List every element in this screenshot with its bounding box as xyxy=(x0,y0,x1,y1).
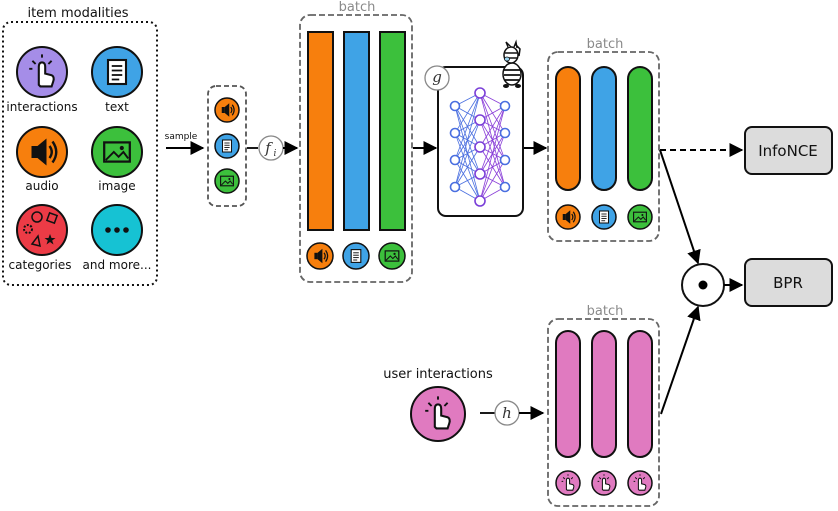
embedding-bar-text xyxy=(343,31,370,231)
sampled-audio xyxy=(214,97,240,123)
batch-box-2 xyxy=(547,51,660,242)
modality-more: and more... xyxy=(83,204,152,272)
batch1-icon-audio xyxy=(306,242,334,270)
encoder-f-subscript: i xyxy=(274,149,277,159)
document-icon xyxy=(221,139,233,153)
shapes-icon xyxy=(23,211,59,248)
network-node xyxy=(474,114,486,126)
network-edge xyxy=(479,105,506,148)
network-edge xyxy=(454,146,481,188)
encoder-g: g xyxy=(424,65,450,91)
encoder-f-label: f xyxy=(264,139,273,157)
network-node xyxy=(499,100,511,112)
network-node xyxy=(474,141,486,153)
sampled-text xyxy=(214,133,240,159)
batch3-icon-3 xyxy=(627,470,653,496)
document-icon xyxy=(598,210,610,224)
batch-box-3 xyxy=(547,318,660,507)
modalities-title: item modalities xyxy=(27,6,128,21)
bpr-box xyxy=(744,258,833,307)
modality-image: image xyxy=(91,126,143,193)
batch1-icon-image xyxy=(378,242,406,270)
user-interactions-label: user interactions xyxy=(383,367,493,382)
document-icon xyxy=(106,58,128,86)
network-node xyxy=(499,181,511,193)
user-interactions-icon xyxy=(410,386,466,442)
encoder-h-label: h xyxy=(502,404,512,422)
arrow-batch3-to-dot xyxy=(660,305,701,415)
sampled-image xyxy=(214,168,240,194)
network-node xyxy=(474,168,486,180)
projected-bar-text xyxy=(591,66,617,191)
modality-label: categories xyxy=(9,258,72,272)
modality-label: audio xyxy=(25,179,58,193)
modality-label: and more... xyxy=(83,258,152,272)
network-edge xyxy=(454,92,481,188)
batch2-icon-image xyxy=(627,204,653,230)
dot-product-symbol xyxy=(698,280,708,290)
modality-label: interactions xyxy=(6,100,77,114)
batch-label-3: batch xyxy=(587,304,624,319)
network-edge xyxy=(454,92,481,161)
encoder-h: h xyxy=(494,400,520,426)
user-bar-3 xyxy=(627,330,653,458)
infonce-label: InfoNCE xyxy=(758,142,818,160)
network-edge xyxy=(479,105,506,202)
modality-label: text xyxy=(105,100,129,114)
modality-label: image xyxy=(98,179,135,193)
encoder-g-label: g xyxy=(432,68,442,86)
sample-label: sample xyxy=(165,132,198,142)
network-node xyxy=(449,100,461,112)
network-node xyxy=(474,87,486,99)
batch-label-2: batch xyxy=(587,37,624,52)
network-node xyxy=(449,154,461,166)
batch-label-1: batch xyxy=(339,0,376,15)
modality-text: text xyxy=(91,46,143,114)
network-graph xyxy=(449,87,511,207)
modality-categories: categories xyxy=(9,204,72,272)
modality-interactions: interactions xyxy=(6,46,78,114)
batch2-icon-audio xyxy=(555,204,581,230)
user-bar-1 xyxy=(555,330,581,458)
ellipsis-icon xyxy=(105,227,129,233)
network-node xyxy=(449,127,461,139)
network-edge xyxy=(479,132,506,202)
batch-box-1 xyxy=(299,14,413,283)
batch3-icon-1 xyxy=(555,470,581,496)
batch3-icon-2 xyxy=(591,470,617,496)
projected-bar-audio xyxy=(555,66,581,191)
zebra-icon xyxy=(502,39,522,88)
document-icon xyxy=(350,249,362,263)
projected-bar-image xyxy=(627,66,653,191)
network-node xyxy=(449,181,461,193)
infonce-box xyxy=(744,126,833,175)
sampled-modalities-box xyxy=(207,85,247,207)
embedding-bar-image xyxy=(379,31,406,231)
batch2-icon-text xyxy=(591,204,617,230)
network-edge xyxy=(454,92,481,134)
modality-audio: audio xyxy=(16,126,68,193)
batch1-icon-text xyxy=(342,242,370,270)
network-edge xyxy=(454,119,481,188)
network-edge xyxy=(479,159,506,202)
encoder-f: f i xyxy=(258,135,284,161)
network-node xyxy=(499,154,511,166)
network-node xyxy=(499,127,511,139)
bpr-label: BPR xyxy=(773,274,803,292)
arrow-batch2-to-dot xyxy=(659,149,701,265)
embedding-bar-audio xyxy=(307,31,334,231)
user-bar-2 xyxy=(591,330,617,458)
network-edge xyxy=(479,105,506,175)
network-node xyxy=(474,195,486,207)
